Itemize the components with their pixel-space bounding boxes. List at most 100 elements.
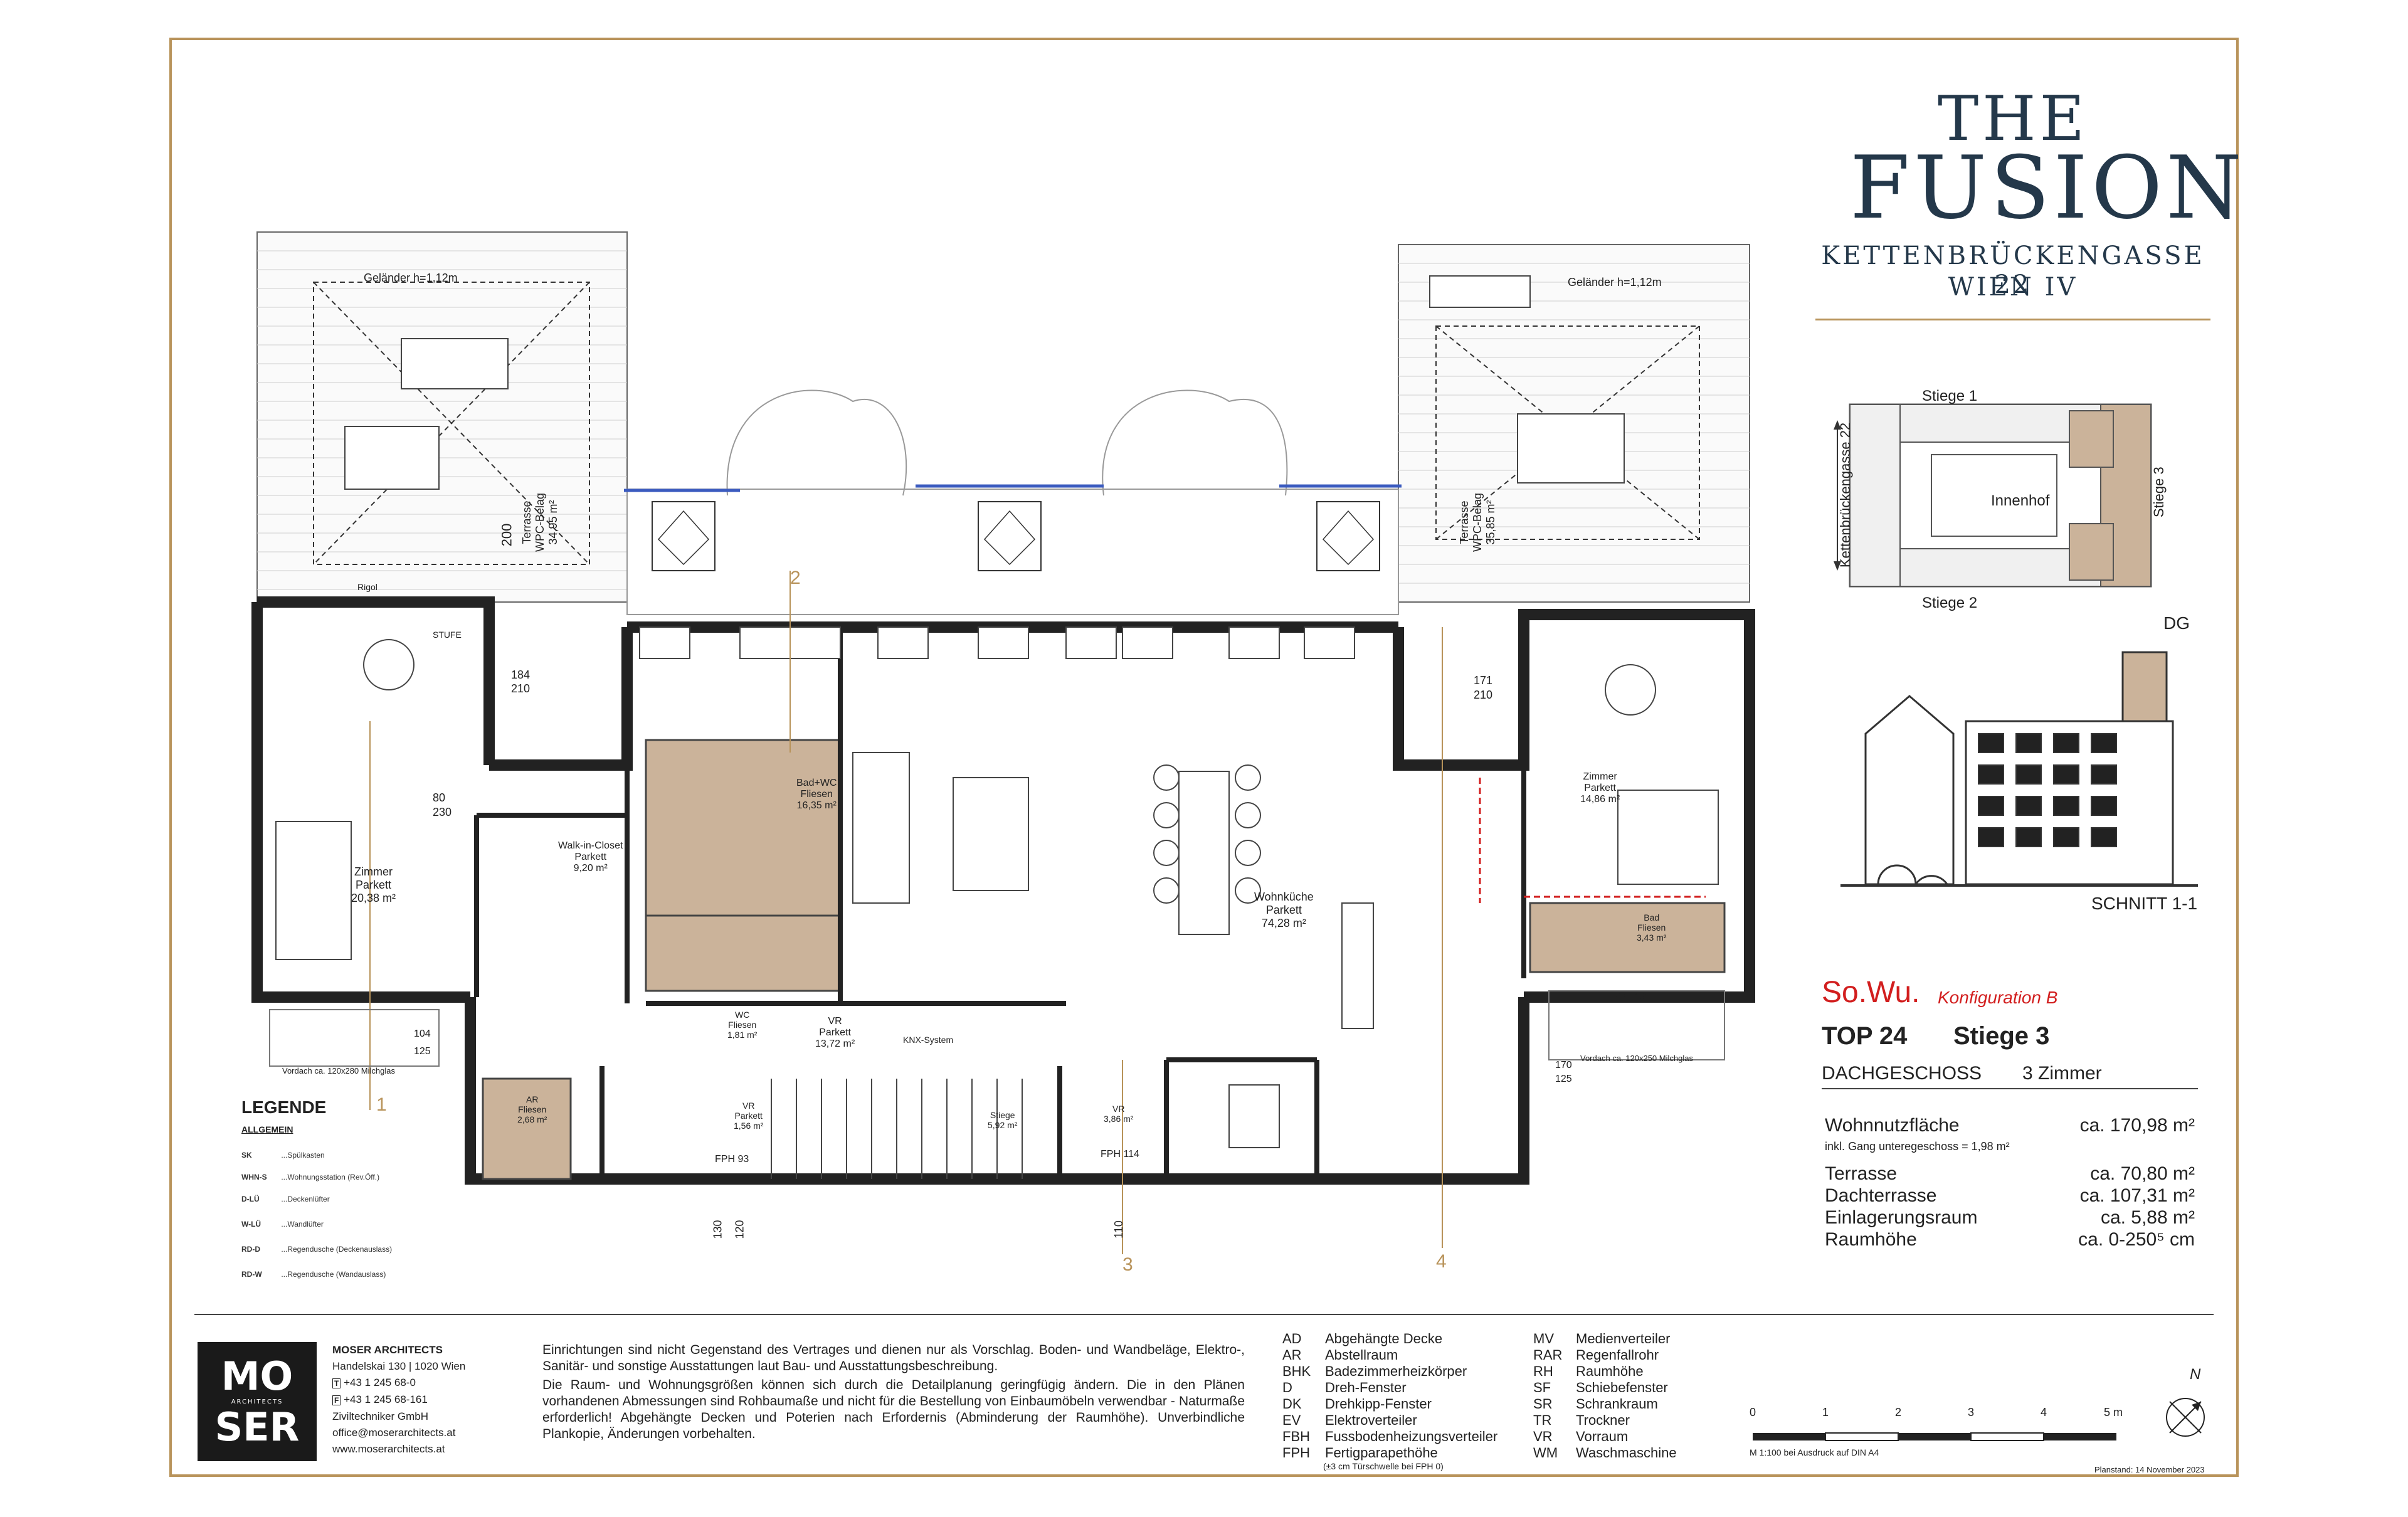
dim-label: 125 — [414, 1046, 431, 1057]
abbr-value: Abgehängte Decke — [1325, 1331, 1443, 1346]
abbr-value: Raumhöhe — [1576, 1363, 1644, 1379]
room-area: 9,20 m² — [573, 863, 608, 874]
abbr-key: AD — [1282, 1331, 1302, 1346]
legend-text: ...Wohnungsstation (Rev.Öff.) — [281, 1173, 380, 1181]
room-area: 20,38 m² — [351, 892, 396, 904]
room-sub: Parkett — [819, 1027, 851, 1038]
legend-code: WHN-S — [241, 1173, 267, 1181]
area-wohn-value: ca. 170,98 m² — [2079, 1115, 2195, 1136]
keyplan-courtyard: Innenhof — [1991, 492, 2050, 509]
abbr-key: WM — [1533, 1445, 1558, 1461]
label-vordach-left: Vordach ca. 120x280 Milchglas — [282, 1066, 395, 1076]
abbr-key: AR — [1282, 1347, 1302, 1363]
disclaimer-p1: Einrichtungen sind nicht Gegenstand des … — [542, 1343, 1245, 1373]
legend-text: ...Deckenlüfter — [281, 1195, 330, 1203]
legend-text: ...Regendusche (Deckenauslass) — [281, 1245, 393, 1254]
room-area: 34,95 m² — [547, 500, 559, 545]
phone-icon: T — [332, 1378, 341, 1388]
dim-label: 184 — [511, 669, 531, 681]
architect-logo: MO ARCHITECTS SER — [198, 1342, 317, 1461]
room-bad-wc: Bad+WC Fliesen 16,35 m² — [796, 778, 837, 811]
abbr-value: Waschmaschine — [1576, 1445, 1677, 1461]
abbr-key: FPH — [1282, 1445, 1310, 1461]
legend-subtitle: ALLGEMEIN — [241, 1124, 293, 1134]
room-sub: Parkett — [734, 1111, 763, 1121]
room-name: Bad — [1644, 912, 1660, 922]
room-sub: Parkett — [356, 879, 392, 891]
room-name: Walk-in-Closet — [558, 840, 623, 851]
section-label: SCHNITT 1-1 — [2091, 894, 2198, 913]
architect-web[interactable]: www.moserarchitects.at — [332, 1443, 445, 1455]
area-row: Terrasse ca. 70,80 m² — [1825, 1163, 2195, 1185]
unit-floor: DACHGESCHOSS — [1822, 1063, 1982, 1084]
legend-item: RD-W ...Regendusche (Wandauslass) — [241, 1270, 386, 1279]
logo-bottom: SER — [214, 1404, 300, 1450]
room-name: VR — [828, 1016, 842, 1027]
room-zimmer-left: Zimmer Parkett 20,38 m² — [351, 865, 396, 905]
legend-code: W-LÜ — [241, 1220, 261, 1229]
architect-fax-value: +43 1 245 68-161 — [344, 1393, 428, 1405]
abbr-value: Regenfallrohr — [1576, 1347, 1659, 1363]
scale-tick: 0 — [1750, 1406, 1756, 1419]
abbr-value: Elektroverteiler — [1325, 1412, 1417, 1428]
room-sub: Parkett — [1265, 904, 1302, 916]
unit-config: Konfiguration B — [1938, 988, 2058, 1007]
unit-top: TOP 24 — [1822, 1022, 1908, 1050]
room-sub: Fliesen — [518, 1104, 547, 1114]
label-knx: KNX-System — [903, 1035, 954, 1045]
label-fph101: FPH 101 — [1615, 991, 1650, 1001]
room-name: VR — [742, 1101, 755, 1111]
room-wohnkueche: Wohnküche Parkett 74,28 m² — [1254, 891, 1314, 930]
legend-code: RD-D — [241, 1245, 260, 1254]
terrace-left — [256, 231, 628, 603]
legend-code: D-LÜ — [241, 1195, 260, 1203]
abbr-value: Trockner — [1576, 1412, 1630, 1428]
page-frame — [169, 38, 2239, 1477]
dim-label: 80 — [433, 791, 446, 804]
section-dg-label: DG — [2163, 613, 2190, 633]
legend-text: ...Regendusche (Wandauslass) — [281, 1270, 386, 1279]
floor-plan — [251, 231, 1755, 1254]
legend-item: D-LÜ ...Deckenlüfter — [241, 1195, 330, 1203]
architect-address: Handelskai 130 | 1020 Wien — [332, 1360, 466, 1372]
unit-sowu: So.Wu. — [1822, 976, 1920, 1009]
area-wohn: Wohnnutzfläche ca. 170,98 m² — [1825, 1115, 2195, 1136]
abbr-value: Fussbodenheizungsverteiler — [1325, 1429, 1498, 1444]
abbr-value: Dreh-Fenster — [1325, 1380, 1407, 1395]
keyplan-stiege2: Stiege 2 — [1922, 595, 1978, 611]
abbr-key: FBH — [1282, 1429, 1310, 1444]
room-bad-right: Bad Fliesen 3,43 m² — [1637, 912, 1666, 943]
room-name: Zimmer — [1583, 771, 1617, 782]
dim-label: 130 — [711, 1220, 724, 1239]
architect-fax: F +43 1 245 68-161 — [332, 1392, 465, 1409]
area-row-label: Terrasse — [1825, 1163, 1898, 1184]
room-area: 5,92 m² — [988, 1120, 1018, 1130]
room-name: Wohnküche — [1254, 891, 1314, 903]
section-marker: 2 — [790, 568, 801, 588]
architect-email[interactable]: office@moserarchitects.at — [332, 1427, 456, 1439]
room-sub: Fliesen — [728, 1020, 757, 1030]
area-row-label: Raumhöhe — [1825, 1229, 1917, 1250]
section-marker: 4 — [1436, 1251, 1447, 1272]
legend-title: LEGENDE — [241, 1097, 327, 1117]
legend-code: SK — [241, 1151, 252, 1160]
room-name: WC — [735, 1010, 750, 1020]
label-rigol: Rigol — [357, 582, 378, 592]
area-wohn-label: Wohnnutzfläche — [1825, 1115, 1960, 1136]
room-sub: WPC-Belag — [1471, 492, 1484, 552]
room-area: 3,43 m² — [1637, 933, 1667, 943]
legend-code: RD-W — [241, 1270, 262, 1279]
room-area: 16,35 m² — [796, 800, 837, 811]
scale-bar — [1753, 1432, 2116, 1441]
room-name: Terrasse — [1458, 500, 1471, 544]
keyplan-stiege3: Stiege 3 — [2151, 467, 2167, 517]
unit-rooms: 3 Zimmer — [2022, 1063, 2102, 1084]
area-row: Raumhöhe ca. 0-250⁵ cm — [1825, 1229, 2195, 1250]
